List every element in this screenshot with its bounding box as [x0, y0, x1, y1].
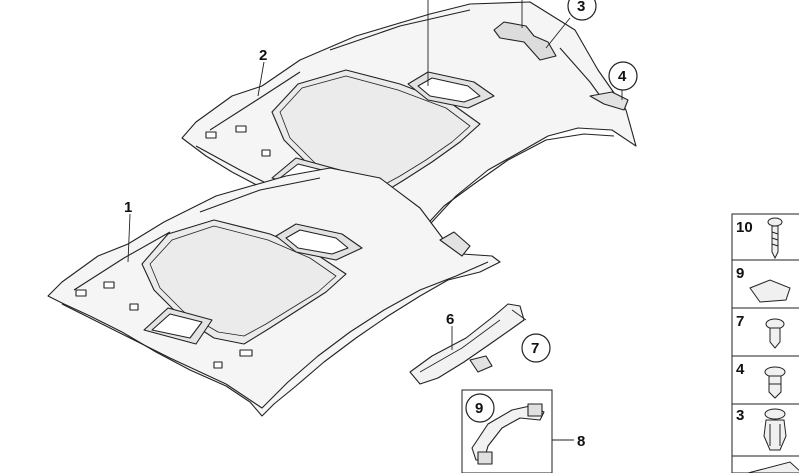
legend-num-3: 3 [736, 407, 744, 424]
legend-num-10: 10 [736, 219, 753, 236]
pad-icon [749, 279, 791, 303]
callout-2: 2 [259, 47, 267, 64]
wedge-icon [747, 461, 799, 473]
handle-bracket-top [493, 21, 557, 61]
callout-9-circle: 9 [465, 393, 495, 423]
expanding-clip-icon [763, 408, 787, 451]
legend-num-7: 7 [736, 313, 744, 330]
parts-legend: 10 9 7 4 3 [731, 213, 799, 473]
callout-4: 4 [618, 68, 627, 85]
callout-9: 9 [475, 400, 483, 417]
clip-icon [765, 318, 785, 349]
callout-6: 6 [446, 311, 454, 328]
callout-3-circle: 3 [567, 0, 597, 21]
callout-1: 1 [124, 199, 132, 216]
callout-7-circle: 7 [521, 333, 551, 363]
leader-lines [127, 0, 623, 441]
legend-num-9: 9 [736, 265, 744, 282]
callout-4-circle: 4 [608, 61, 638, 91]
callout-3: 3 [577, 0, 585, 15]
grab-handle [471, 403, 545, 465]
push-clip-icon [764, 366, 786, 399]
callout-8: 8 [577, 433, 585, 450]
headliner-1 [47, 167, 501, 417]
screw-icon [767, 217, 783, 260]
trim-bracket-6 [409, 303, 525, 385]
callout-7: 7 [531, 340, 539, 357]
legend-num-4: 4 [736, 361, 745, 378]
